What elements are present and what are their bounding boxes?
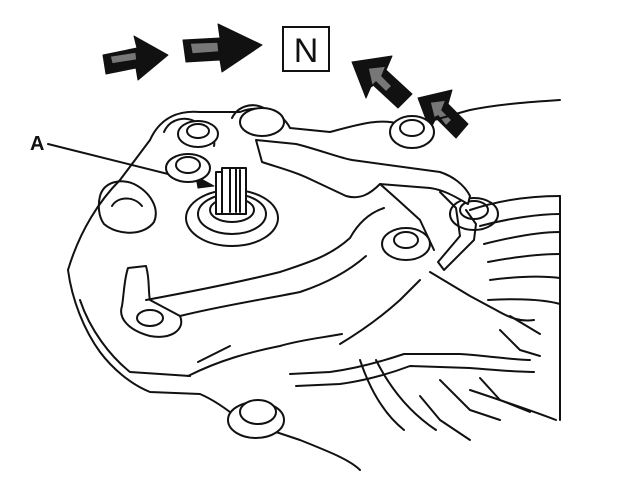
arrow-right-icon — [102, 35, 169, 81]
callout-a-label: A — [30, 133, 44, 155]
arrow-right-icon — [182, 23, 263, 73]
arrow-upleft-icon — [351, 55, 413, 109]
shaft-assembly — [185, 167, 279, 247]
gear-position-label: N — [294, 32, 319, 70]
shift-linkage — [255, 139, 535, 387]
transmission-housing — [67, 99, 561, 471]
gear-position-box: N — [282, 26, 330, 72]
gear-housing-right — [359, 195, 561, 441]
